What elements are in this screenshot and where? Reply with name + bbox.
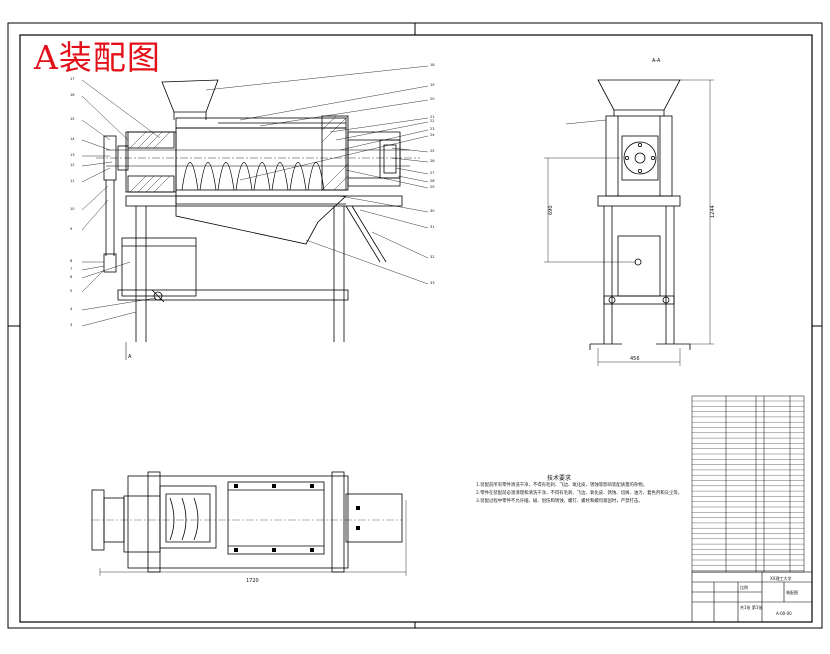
svg-text:26: 26 — [430, 159, 435, 163]
title-block-scale: 比例 — [740, 584, 748, 590]
side-width-dimension: 456 — [630, 356, 640, 362]
side-view-dimensions — [544, 79, 714, 366]
drawing-stamp-title: A装配图 — [34, 38, 161, 77]
svg-text:22: 22 — [430, 119, 435, 123]
top-view — [91, 471, 407, 576]
svg-text:21: 21 — [430, 115, 435, 119]
technical-requirement-1: 1.装配前所有零件清洗干净，不得有毛刺、飞边、氧化皮、锈蚀等影响装配质量的杂物。 — [476, 483, 648, 488]
svg-text:30: 30 — [430, 209, 435, 213]
overall-length-dimension: 1720 — [246, 578, 259, 584]
technical-requirement-2: 2.零件在装配前必须清理和清洗干净，不得有毛刺、飞边、氧化皮、锈蚀、切屑、油污、… — [476, 491, 683, 496]
svg-text:12: 12 — [70, 163, 75, 167]
parts-list-table — [691, 395, 805, 573]
svg-text:5: 5 — [70, 289, 72, 293]
svg-text:19: 19 — [430, 83, 435, 87]
svg-text:13: 13 — [70, 153, 75, 157]
svg-text:14: 14 — [70, 137, 75, 141]
svg-text:32: 32 — [430, 255, 435, 259]
title-block-sheet: 共1张 第1张 — [740, 604, 762, 610]
svg-text:10: 10 — [70, 207, 75, 211]
title-block-school: XX理工大学 — [770, 575, 791, 581]
svg-text:20: 20 — [430, 97, 435, 101]
top-view-bolts — [234, 484, 360, 552]
outer-frame — [7, 22, 823, 629]
title-block-code: A-00-00 — [776, 611, 792, 616]
svg-text:16: 16 — [70, 93, 75, 97]
svg-text:8: 8 — [70, 259, 73, 263]
side-height-dimension: 690 — [548, 205, 554, 215]
svg-text:24: 24 — [430, 133, 435, 137]
title-block — [691, 571, 813, 623]
svg-text:31: 31 — [430, 225, 435, 229]
svg-text:28: 28 — [430, 179, 435, 183]
svg-text:23: 23 — [430, 127, 435, 131]
svg-text:18: 18 — [430, 63, 435, 67]
svg-text:7: 7 — [70, 267, 72, 271]
svg-text:25: 25 — [430, 149, 435, 153]
inner-frame — [19, 34, 813, 623]
side-total-height-dimension: 1244 — [710, 205, 716, 218]
svg-text:11: 11 — [70, 179, 75, 183]
svg-text:33: 33 — [430, 281, 435, 285]
side-view — [589, 79, 691, 350]
front-view-leaders — [81, 65, 429, 327]
parts-list-rows — [692, 400, 804, 571]
svg-text:3: 3 — [70, 323, 72, 327]
svg-text:27: 27 — [430, 171, 435, 175]
svg-text:15: 15 — [70, 117, 75, 121]
front-view: A — [96, 79, 420, 360]
side-view-label: A-A — [652, 58, 661, 64]
title-block-drawing-name: 装配图 — [786, 589, 798, 595]
svg-text:6: 6 — [70, 275, 73, 279]
technical-requirements-title: 技术要求 — [547, 475, 572, 482]
technical-requirement-3: 3.装配过程中零件不允许磕、碰、划伤和锈蚀，螺钉、螺栓和螺母紧固时，严禁打击。 — [476, 499, 643, 504]
svg-text:29: 29 — [430, 185, 435, 189]
svg-text:4: 4 — [70, 307, 73, 311]
svg-text:9: 9 — [70, 227, 73, 231]
svg-text:17: 17 — [70, 77, 75, 81]
svg-text:A: A — [128, 354, 132, 360]
